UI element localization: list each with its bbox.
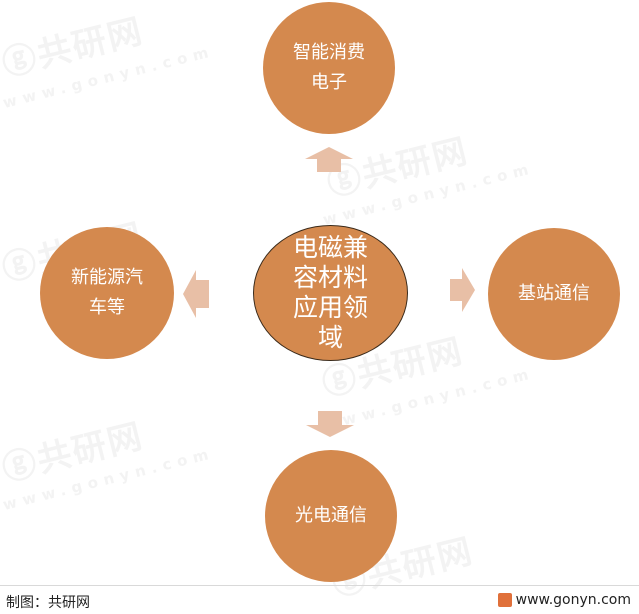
footer-divider xyxy=(0,585,639,586)
node-bottom: 光电通信 xyxy=(265,450,397,582)
footer-source: 制图：共研网 xyxy=(6,595,90,611)
node-right: 基站通信 xyxy=(488,228,620,360)
arrow-right xyxy=(450,268,475,312)
node-top-label: 智能消费 电子 xyxy=(293,42,365,93)
center-node-label: 电磁兼 容材料 应用领 域 xyxy=(292,233,368,352)
node-top: 智能消费 电子 xyxy=(263,2,395,134)
footer-website: www.gonyn.com xyxy=(497,592,631,608)
node-left-label: 新能源汽 车等 xyxy=(71,267,143,318)
center-node: 电磁兼 容材料 应用领 域 xyxy=(253,225,408,361)
arrow-down xyxy=(306,411,354,437)
node-right-label: 基站通信 xyxy=(518,283,590,304)
node-bottom-label: 光电通信 xyxy=(295,505,367,526)
node-left: 新能源汽 车等 xyxy=(40,227,174,359)
arrow-up xyxy=(305,147,353,172)
arrow-left xyxy=(183,270,209,318)
gonyn-logo-icon xyxy=(497,593,512,607)
footer-website-label: www.gonyn.com xyxy=(515,592,631,608)
